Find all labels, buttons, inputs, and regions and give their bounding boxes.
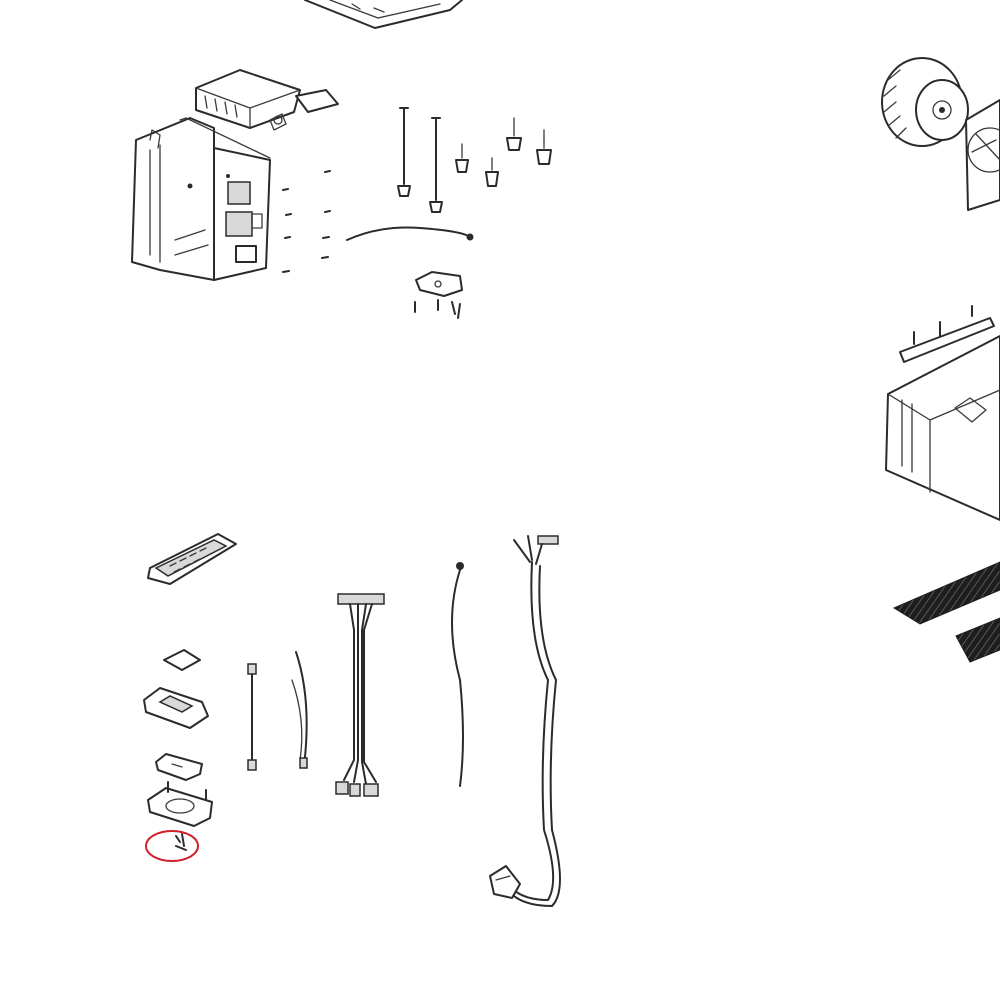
remote-controller [147,533,237,585]
sensor-cable [451,562,464,787]
connection-wire-2 [291,651,308,769]
power-cord-harness [489,535,561,907]
control-box-assembly [131,69,339,281]
fan-motor-housing [965,99,1000,211]
display-board [155,753,203,781]
insulation-strip [892,561,1000,663]
wiring-harness-main [335,593,385,797]
sensor-rod-set [397,107,552,213]
bracket-with-screws [414,271,463,319]
blower-wheel [881,57,969,147]
top-panel-part [304,0,463,29]
receiver-cover [143,687,209,729]
remote-holder [163,649,201,671]
thermistor-wire [346,226,474,241]
base-pan [885,335,1000,521]
highlight-circle [145,830,199,862]
screw [175,833,187,851]
screw-set-left [282,170,331,273]
connection-wire-1 [247,663,257,771]
support-rail [899,305,995,363]
mounting-bracket [147,781,213,827]
